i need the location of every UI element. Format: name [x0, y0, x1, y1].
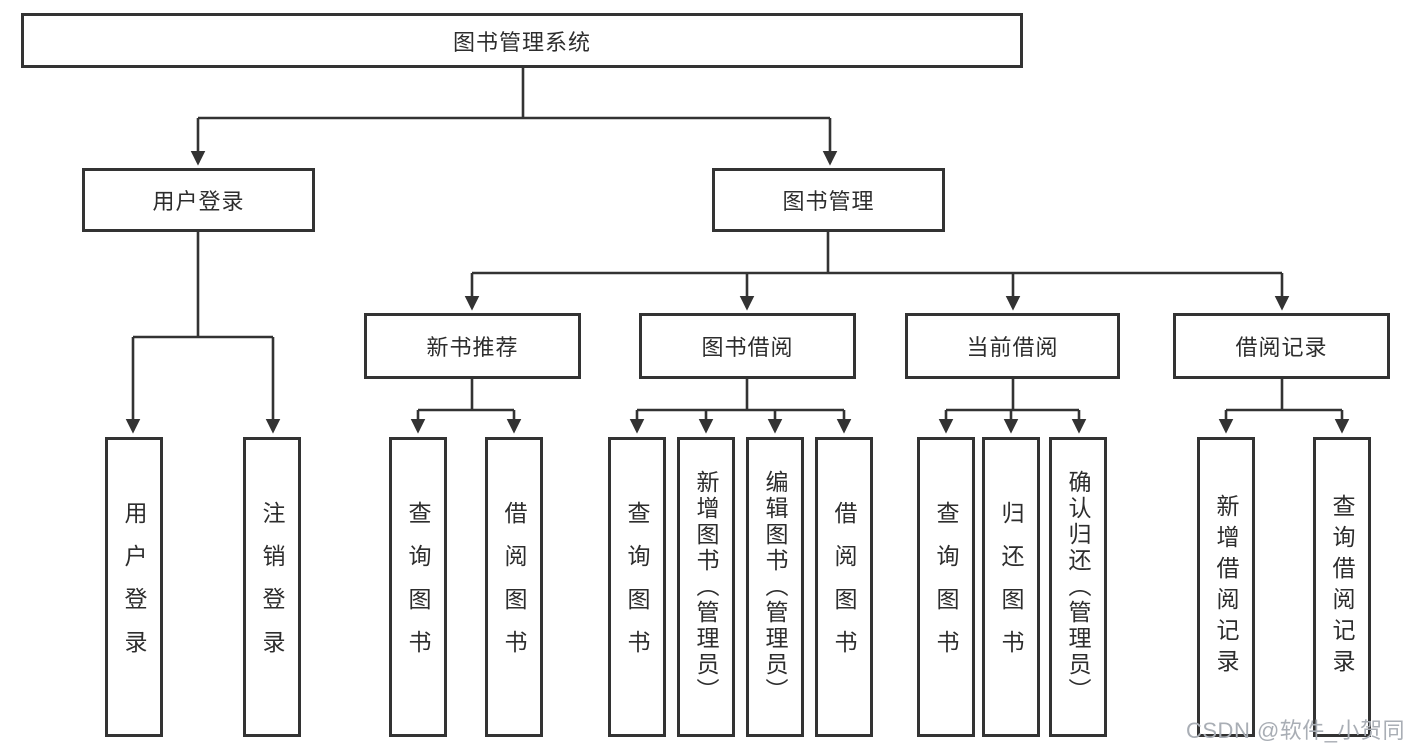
node-library-system: 图书管理系统	[21, 13, 1023, 68]
node-book-management: 图书管理	[712, 168, 945, 232]
leaf-query-borrow-record: 查询借阅记录	[1313, 437, 1371, 737]
node-book-borrow: 图书借阅	[639, 313, 856, 379]
leaf-edit-books-admin: 编辑图书（管理员）	[746, 437, 804, 737]
leaf-confirm-return-admin: 确认归还（管理员）	[1049, 437, 1107, 737]
leaf-logout: 注销登录	[243, 437, 301, 737]
csdn-watermark: CSDN @软件_小贺同学	[1186, 718, 1405, 743]
node-new-book-recommend: 新书推荐	[364, 313, 581, 379]
leaf-query-books-3: 查询图书	[917, 437, 975, 737]
node-user-login: 用户登录	[82, 168, 315, 232]
leaf-borrow-books: 借阅图书	[485, 437, 543, 737]
leaf-user-login: 用户登录	[105, 437, 163, 737]
leaf-query-books: 查询图书	[389, 437, 447, 737]
leaf-add-borrow-record: 新增借阅记录	[1197, 437, 1255, 737]
leaf-borrow-books-2: 借阅图书	[815, 437, 873, 737]
leaf-add-books-admin: 新增图书（管理员）	[677, 437, 735, 737]
node-borrow-record: 借阅记录	[1173, 313, 1390, 379]
leaf-return-books: 归还图书	[982, 437, 1040, 737]
leaf-query-books-2: 查询图书	[608, 437, 666, 737]
node-current-borrow: 当前借阅	[905, 313, 1120, 379]
